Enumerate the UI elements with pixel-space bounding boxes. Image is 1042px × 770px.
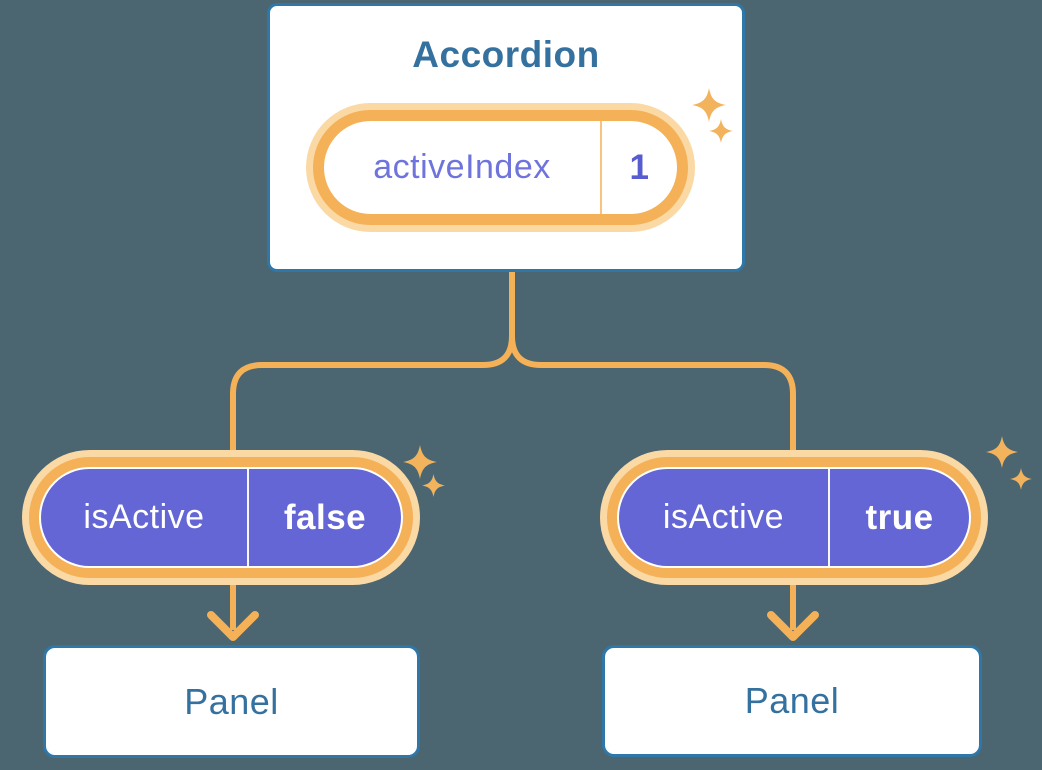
arrow-down-icon [767, 611, 819, 641]
state-pill-key: activeIndex [324, 121, 600, 214]
sparkle-icon [1010, 468, 1032, 490]
connector-right-branch [509, 272, 796, 630]
prop-pill-ring: isActive false [29, 457, 413, 578]
state-pill: activeIndex 1 [306, 103, 695, 232]
panel-card-left: Panel [43, 645, 420, 758]
prop-pill-ring: isActive true [607, 457, 981, 578]
state-pill-ring: activeIndex 1 [313, 110, 688, 225]
panel-label: Panel [744, 680, 840, 721]
accordion-title: Accordion [412, 34, 600, 75]
state-value-label: 1 [629, 147, 650, 187]
prop-pill-value: true [830, 469, 969, 566]
prop-pill-key: isActive [41, 469, 247, 566]
prop-pill-false: isActive false [22, 450, 420, 585]
prop-key-label: isActive [83, 498, 205, 536]
pill-divider [247, 469, 249, 566]
prop-pill-true: isActive true [600, 450, 988, 585]
prop-key-label: isActive [662, 498, 785, 536]
prop-pill-core: isActive true [619, 469, 969, 566]
state-key-label: activeIndex [373, 148, 551, 186]
sparkle-icon [403, 445, 437, 479]
panel-card-right: Panel [602, 645, 982, 757]
panel-label: Panel [184, 680, 279, 722]
sparkle-icon [422, 474, 445, 497]
sparkle-icon [709, 119, 733, 143]
prop-pill-value: false [249, 469, 401, 566]
pill-divider [828, 469, 830, 566]
state-pill-value: 1 [602, 121, 677, 214]
pill-divider [600, 121, 602, 214]
prop-value-label: false [283, 497, 367, 537]
prop-pill-key: isActive [619, 469, 828, 566]
prop-value-label: true [865, 497, 934, 537]
sparkle-icon [692, 88, 726, 122]
arrow-down-icon [207, 611, 259, 641]
sparkle-icon [986, 436, 1018, 468]
prop-pill-core: isActive false [41, 469, 401, 566]
